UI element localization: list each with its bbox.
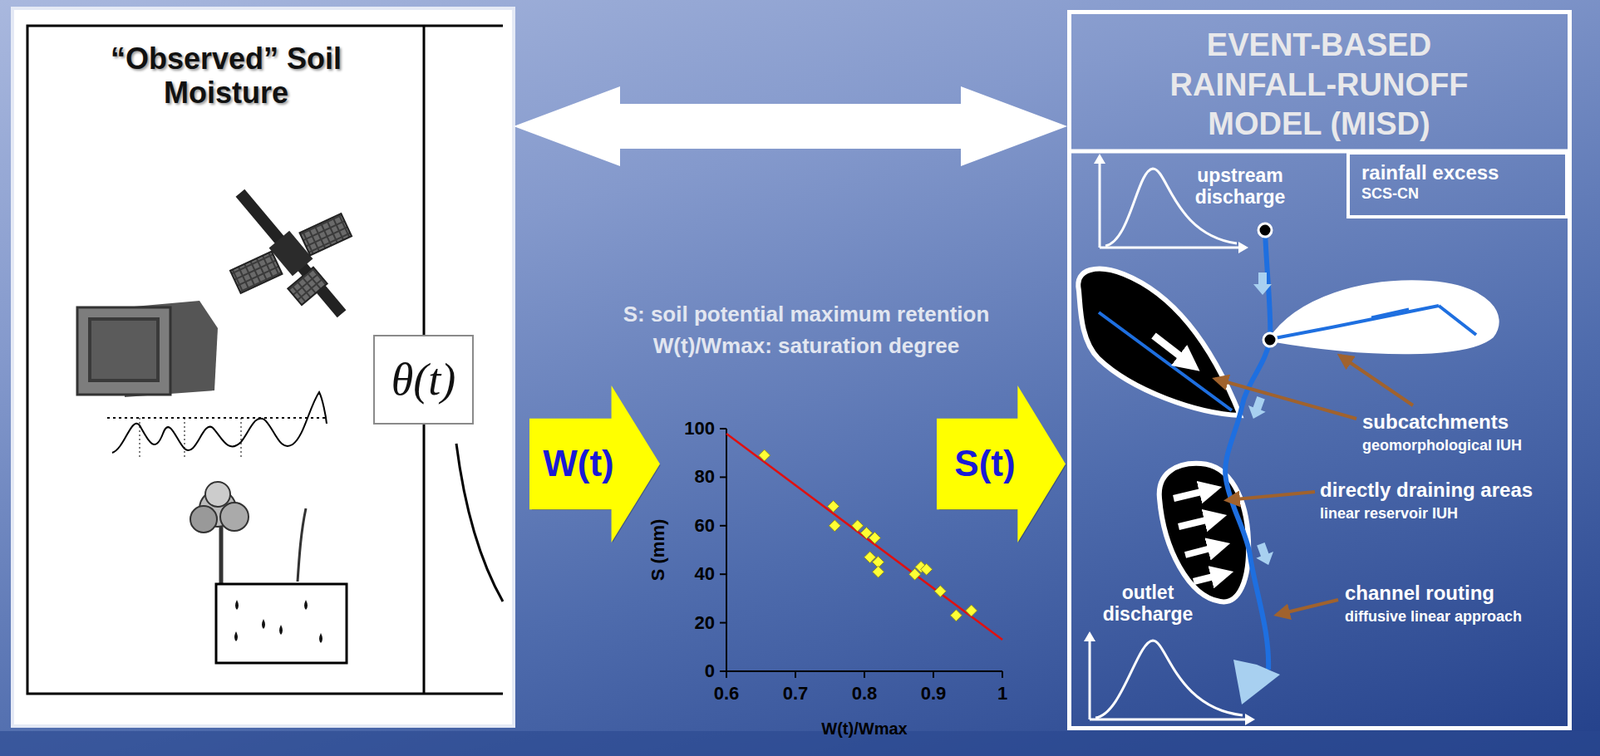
river [1225,230,1271,670]
axis-tick-label: 0.7 [782,683,809,704]
data-point [758,449,771,462]
arrow-body [936,385,1066,543]
axis-tick-label: 80 [694,466,715,488]
method-box: rainfall excessSCS-CN [1346,151,1569,219]
data-point [827,500,840,512]
tick-mark [719,670,727,673]
component-method: diffusive linear approach [1344,608,1522,626]
axis-tick-label: 20 [694,612,715,634]
component-method: linear reservoir IUH [1319,505,1458,523]
left-panel-drawing [12,8,514,727]
tick-mark [719,476,727,478]
tick-mark [719,428,727,430]
data-point [868,531,881,544]
satellite-icon [191,152,391,356]
definition-note: W(t)/Wmax: saturation degree [653,334,960,360]
method-title: rainfall excess [1361,161,1554,186]
signal-name: S(t) [936,442,1034,487]
catchment-drawing [1067,151,1572,726]
outlet-hydrograph [1083,631,1256,726]
hydrograph-label: upstream discharge [1181,164,1299,209]
definition-note: S: soil potential maximum retention [623,302,990,328]
component-label: directly draining areas [1319,478,1533,503]
source-panel: “Observed” Soil Moisture θ(t) [12,8,514,727]
tick-mark [794,671,797,679]
double-arrow [513,86,1068,167]
axis-tick-label: 60 [694,515,715,537]
data-point [851,520,864,532]
data-point [934,585,946,598]
arrow-body [529,385,660,543]
variable-box: θ(t) [373,334,474,425]
component-label: channel routing [1344,581,1495,606]
panel-title: “Observed” Soil Moisture [59,41,393,111]
hydrograph-label: outlet discharge [1089,581,1207,626]
soil-sample-icon [190,482,347,664]
data-point [920,563,933,576]
axis-tick-label: 0.9 [920,683,947,704]
tick-mark [719,525,727,527]
data-point [828,520,841,532]
axis-tick-label: 0.6 [713,683,740,704]
axis-tick-label: 0.8 [851,683,878,704]
variable-symbol: θ(t) [391,353,457,408]
computer-icon [77,300,218,398]
tick-mark [863,671,866,679]
signal-trace [107,392,327,459]
component-method: geomorphological IUH [1362,437,1522,455]
axis-tick-label: 40 [694,563,715,585]
flow-arrow [1233,659,1280,705]
bottom-band [0,731,1600,756]
input-arrow: S(t) [936,385,1068,543]
axis-tick-label: 0 [704,660,715,682]
tick-mark [719,573,727,576]
tick-mark [1001,671,1004,679]
axis-tick-label: 100 [684,418,715,439]
data-point [965,605,978,617]
axis-tick-label: 1 [997,683,1008,704]
signal-name: W(t) [529,442,628,487]
tick-mark [719,622,727,625]
data-point [872,566,885,578]
tick-mark [725,671,728,679]
data-point [950,610,962,622]
panel-title: EVENT-BASED RAINFALL-RUNOFF MODEL (MISD) [1119,25,1519,145]
tick-mark [932,671,935,679]
input-arrow: W(t) [529,385,662,543]
component-label: subcatchments [1362,410,1509,434]
retention-curve [456,443,503,602]
axis-title: S (mm) [647,519,669,582]
flow-arrows [1245,272,1278,569]
method-name: SCS-CN [1361,185,1554,204]
axis-title: W(t)/Wmax [821,719,907,739]
